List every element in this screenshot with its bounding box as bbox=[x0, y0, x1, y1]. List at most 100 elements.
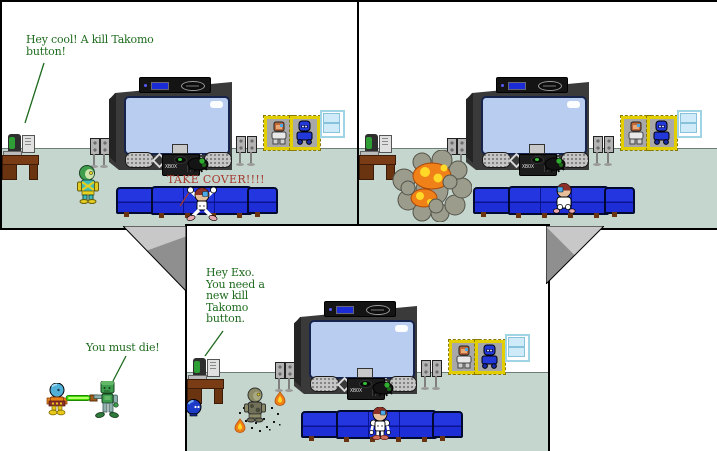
xbox-jewel bbox=[531, 156, 544, 164]
window-pane-top bbox=[323, 113, 340, 123]
picture-frame-right bbox=[474, 339, 506, 375]
desk-surface bbox=[2, 155, 39, 165]
speaker-pole bbox=[103, 154, 105, 165]
picture-left-figure bbox=[271, 121, 287, 145]
vcr-tray bbox=[538, 81, 562, 91]
speaker-pole bbox=[607, 152, 609, 163]
computer-monitor bbox=[193, 358, 206, 377]
speech-pointer-line bbox=[112, 355, 127, 382]
chair-legs bbox=[440, 436, 455, 441]
chair-legs bbox=[255, 212, 270, 217]
game-controller bbox=[372, 381, 394, 397]
panel-2: XBOX bbox=[357, 0, 717, 230]
chair-legs bbox=[124, 212, 147, 217]
exo-character-panicking bbox=[186, 186, 218, 221]
game-controller bbox=[187, 157, 209, 173]
speech-text: Hey Exo. You need a new kill Takomo butt… bbox=[206, 266, 265, 325]
speaker-base bbox=[285, 389, 293, 392]
speaker-box bbox=[447, 138, 457, 155]
computer-tower bbox=[207, 359, 220, 377]
armchair-left bbox=[473, 187, 512, 217]
desk-surface bbox=[359, 155, 396, 165]
speaker-pole bbox=[278, 378, 280, 389]
transition-wedge-right bbox=[546, 226, 604, 284]
tv-screen bbox=[481, 96, 587, 155]
speech-pointer-line bbox=[204, 330, 224, 357]
chair-legs bbox=[309, 436, 332, 441]
panel-1: XBOX Hey cool! A kil bbox=[0, 0, 363, 230]
game-controller bbox=[544, 157, 566, 173]
speaker-box bbox=[275, 362, 285, 379]
victim-character bbox=[46, 383, 68, 416]
tv-side-face bbox=[109, 93, 116, 163]
desk-leg bbox=[214, 388, 223, 404]
picture-frame-left bbox=[263, 115, 295, 151]
speaker-base bbox=[421, 387, 429, 390]
tv-side-face bbox=[466, 93, 473, 163]
picture-right-figure bbox=[653, 120, 670, 145]
armchair-left bbox=[301, 411, 340, 441]
speaker-pole bbox=[288, 378, 290, 389]
explosion bbox=[392, 150, 472, 222]
vcr-display bbox=[151, 82, 169, 90]
sword-robot-character bbox=[93, 381, 119, 418]
speaker-pole bbox=[596, 152, 598, 163]
speaker-pole bbox=[250, 152, 252, 163]
speaker-base bbox=[100, 165, 108, 168]
armchair-right bbox=[432, 411, 463, 441]
speaker-pole bbox=[460, 154, 462, 165]
window bbox=[320, 110, 345, 138]
speaker-base bbox=[90, 165, 98, 168]
tv-screen-glare bbox=[567, 101, 580, 108]
speaker-right-2 bbox=[431, 360, 442, 392]
computer-monitor bbox=[8, 134, 21, 153]
desk-leg bbox=[29, 164, 38, 180]
television bbox=[294, 304, 417, 394]
desk bbox=[359, 128, 396, 180]
speaker-base bbox=[247, 163, 255, 166]
picture-right-figure bbox=[296, 120, 313, 145]
vcr-led bbox=[501, 84, 504, 87]
speaker-pole bbox=[435, 376, 437, 387]
xbox-jewel bbox=[359, 380, 372, 388]
desk-leg bbox=[386, 164, 395, 180]
window-pane-bottom bbox=[680, 123, 697, 133]
speaker-box bbox=[247, 136, 257, 153]
picture-left-figure bbox=[456, 345, 472, 369]
window-pane-top bbox=[680, 113, 697, 123]
scene-panel-1: XBOX bbox=[2, 2, 361, 228]
vcr-tray bbox=[366, 305, 390, 315]
speaker-left-1 bbox=[89, 138, 100, 170]
transition-wedge-left bbox=[123, 226, 186, 291]
scene-panel-3: XBOX bbox=[187, 226, 548, 451]
picture-frame-right bbox=[289, 115, 321, 151]
exo-character-standing bbox=[369, 407, 391, 440]
window-pane-top bbox=[508, 337, 525, 347]
armchair-right bbox=[247, 187, 278, 217]
xbox-label: XBOX bbox=[165, 164, 178, 170]
tv-side-face bbox=[294, 317, 301, 387]
speech-pointer-line bbox=[24, 62, 45, 124]
energy-blade bbox=[66, 394, 98, 402]
speaker-pole bbox=[239, 152, 241, 163]
picture-left-figure bbox=[628, 121, 644, 145]
center-speaker bbox=[172, 144, 188, 154]
speaker-left-2 bbox=[99, 138, 110, 170]
desk-surface bbox=[187, 379, 224, 389]
center-speaker bbox=[529, 144, 545, 154]
speaker-right-2 bbox=[246, 136, 257, 168]
shout-text: TAKE COVER!!!! bbox=[167, 173, 265, 186]
flame bbox=[274, 391, 286, 406]
speaker-right-1 bbox=[420, 360, 431, 392]
speaker-box bbox=[236, 136, 246, 153]
window bbox=[505, 334, 530, 362]
vcr-led bbox=[329, 308, 332, 311]
speaker-box bbox=[421, 360, 431, 377]
speaker-pole bbox=[424, 376, 426, 387]
exo-character-hiding bbox=[553, 183, 576, 214]
window-pane-bottom bbox=[508, 347, 525, 357]
tv-screen-glare bbox=[395, 325, 408, 332]
speaker-right-1 bbox=[592, 136, 603, 168]
panel-3: XBOX Hey Exo. You ne bbox=[185, 224, 550, 451]
xbox-jewel bbox=[174, 156, 187, 164]
